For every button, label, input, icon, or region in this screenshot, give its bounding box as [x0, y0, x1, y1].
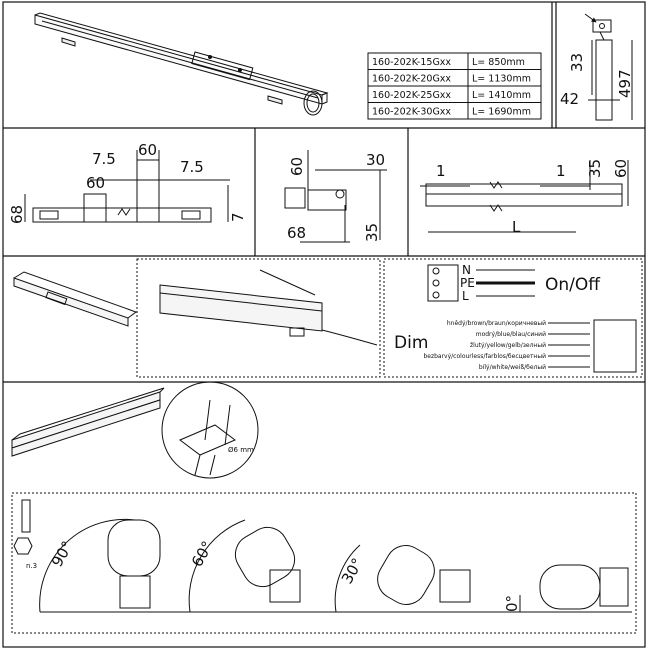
bracket-view: [24, 150, 230, 223]
terminal-n: N: [462, 263, 471, 277]
bracket-dim-f: 7: [229, 212, 247, 222]
bracket-dim-d: 60: [86, 174, 105, 192]
table-model-3: 160-202K-30Gxx: [372, 107, 451, 118]
table-model-2: 160-202K-25Gxx: [372, 90, 451, 101]
end-dim-c: 68: [287, 224, 306, 242]
tilt-angle-30: 30°: [338, 555, 367, 587]
on-off-label: On/Off: [545, 275, 601, 295]
model-table: 160-202K-15Gxx L= 850mm 160-202K-20Gxx L…: [367, 52, 542, 120]
bracket-dim-c: 7.5: [180, 158, 204, 176]
length-dim-left: 1: [436, 162, 446, 180]
install-step-2: [136, 258, 381, 378]
length-dim-l: L: [512, 218, 521, 236]
wire-label-4: bílý/white/weiß/белый: [479, 364, 546, 371]
table-length-2: L= 1410mm: [472, 90, 531, 101]
tilt-angle-90: 90°: [48, 538, 77, 570]
side-view: [584, 13, 633, 121]
table-length-3: L= 1690mm: [472, 107, 531, 118]
table-length-1: L= 1130mm: [472, 74, 531, 85]
side-dim-right: 497: [616, 69, 634, 98]
mounting-view: [11, 381, 259, 479]
wire-label-0: hnědý/brown/braun/коричневый: [447, 320, 546, 327]
length-dim-h1: 35: [586, 159, 604, 178]
length-dim-h2: 60: [612, 159, 630, 178]
end-dim-a: 60: [288, 157, 306, 176]
tilt-section: [11, 492, 637, 634]
install-step-1: [13, 271, 138, 327]
wire-label-1: modrý/blue/blau/синий: [476, 331, 546, 338]
tool-label: n.3: [26, 562, 37, 570]
bracket-dim-e: 68: [8, 205, 26, 224]
table-model-0: 160-202K-15Gxx: [372, 57, 451, 68]
end-dim-b: 30: [366, 151, 385, 169]
table-model-1: 160-202K-20Gxx: [372, 74, 451, 85]
wire-label-2: žlutý/yellow/gelb/зелный: [470, 342, 546, 349]
length-dim-right: 1: [556, 162, 566, 180]
terminal-pe: PE: [460, 276, 475, 290]
wire-label-3: bezbarvý/colourless/farblos/бесцветный: [423, 353, 546, 360]
end-dim-d: 35: [363, 223, 381, 242]
bracket-dim-b: 60: [138, 141, 157, 159]
end-view: [284, 150, 387, 243]
luminaire-isometric: [34, 12, 329, 116]
terminal-l: L: [462, 289, 469, 303]
hole-label: Ø6 mm: [228, 446, 254, 454]
side-dim-top: 33: [568, 53, 586, 72]
side-dim-bottom: 42: [560, 90, 579, 108]
tilt-angle-0: 0°: [503, 595, 521, 612]
table-length-0: L= 850mm: [472, 57, 525, 68]
tilt-angle-60: 60°: [188, 538, 217, 570]
wiring-panel: [383, 258, 643, 378]
length-view: [420, 160, 629, 233]
bracket-dim-a: 7.5: [92, 150, 116, 168]
dim-label: Dim: [394, 333, 428, 353]
